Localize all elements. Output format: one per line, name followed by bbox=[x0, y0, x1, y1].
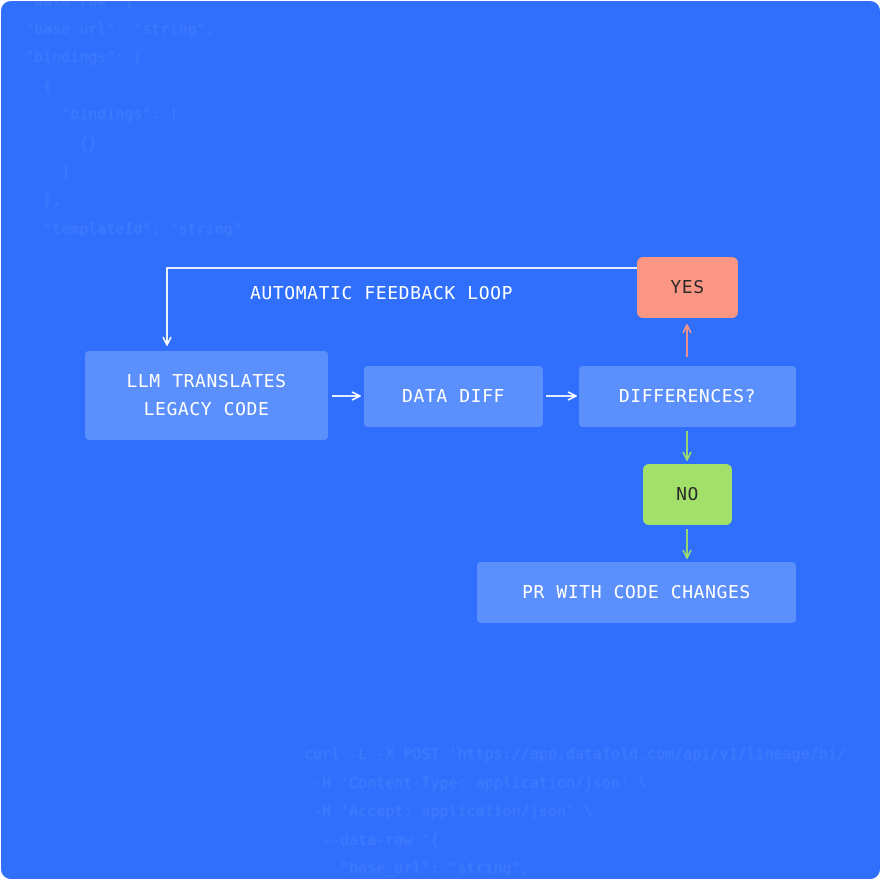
node-differences-label: DIFFERENCES? bbox=[618, 385, 757, 407]
node-data-diff: DATA DIFF bbox=[364, 366, 543, 427]
feedback-loop-arrow bbox=[167, 267, 637, 345]
node-yes: YES bbox=[637, 257, 738, 318]
node-llm-translates: LLM TRANSLATES LEGACY CODE bbox=[85, 351, 328, 440]
node-llm-translates-label: LLM TRANSLATES LEGACY CODE bbox=[126, 370, 287, 420]
node-no-label: NO bbox=[676, 483, 699, 505]
node-yes-label: YES bbox=[670, 276, 705, 298]
node-data-diff-label: DATA DIFF bbox=[402, 385, 505, 407]
background-code-snippet-bottom: curl -L -X POST 'https://app.datafold.co… bbox=[304, 745, 846, 878]
node-pr-label: PR WITH CODE CHANGES bbox=[522, 581, 751, 603]
node-differences-decision: DIFFERENCES? bbox=[579, 366, 796, 427]
node-no: NO bbox=[643, 464, 732, 525]
node-pr-with-code-changes: PR WITH CODE CHANGES bbox=[477, 562, 796, 623]
background-code-snippet-top: --data-raw '{ "base_url": "string", "bin… bbox=[16, 1, 242, 238]
feedback-loop-label: AUTOMATIC FEEDBACK LOOP bbox=[250, 283, 514, 304]
